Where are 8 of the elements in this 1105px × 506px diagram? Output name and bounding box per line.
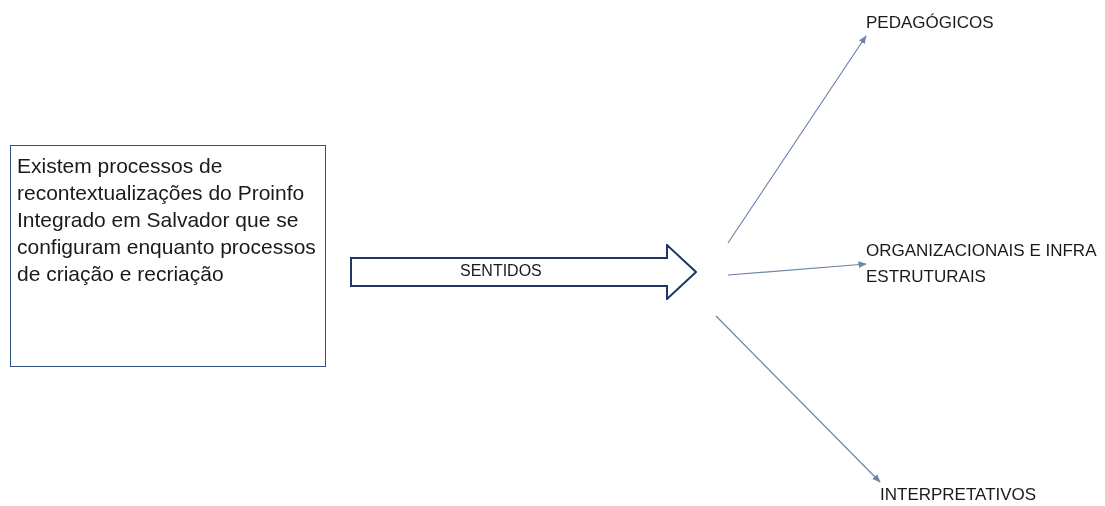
arrow-label: SENTIDOS: [460, 261, 542, 281]
arrow: [727, 35, 867, 244]
arrow: [727, 261, 867, 276]
category-label: ORGANIZACIONAIS E INFRA ESTRUTURAIS: [866, 238, 1102, 294]
category-label: PEDAGÓGICOS: [866, 10, 1046, 36]
category-label: INTERPRETATIVOS: [880, 482, 1072, 506]
text-box: Existem processos de recontextualizações do Proinfo Integrado em Salvador que se configuram enquanto processos de criação e recriação: [10, 145, 326, 367]
arrow: [715, 315, 881, 483]
